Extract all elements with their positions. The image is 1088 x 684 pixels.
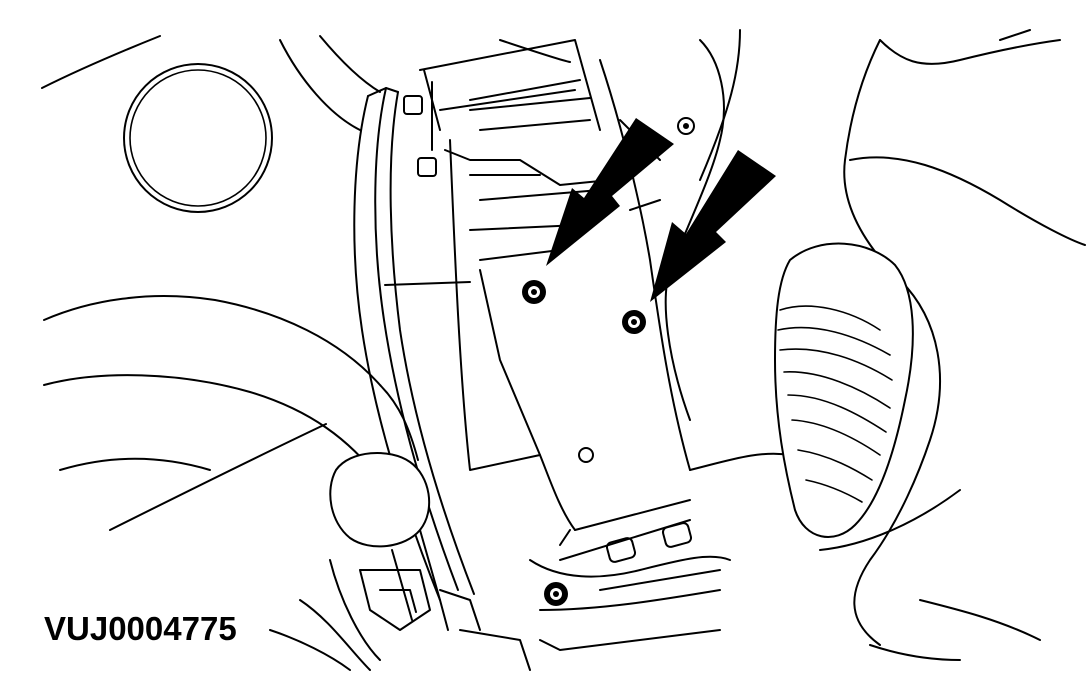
indicator-arrows bbox=[546, 118, 776, 302]
round-air-vent bbox=[123, 63, 273, 213]
control-knob-right bbox=[774, 242, 914, 538]
screw-top bbox=[677, 117, 695, 135]
background-contour-lines bbox=[41, 35, 571, 531]
instrument-panel-trim bbox=[353, 39, 691, 631]
gear-selector-lever bbox=[269, 452, 531, 671]
lower-bracket bbox=[529, 522, 731, 651]
figure-reference-code: VUJ0004775 bbox=[44, 610, 237, 647]
arrow-left bbox=[546, 118, 674, 266]
arrow-right bbox=[650, 150, 776, 302]
screw-upper-right bbox=[622, 310, 646, 334]
right-side-trim bbox=[664, 29, 1086, 661]
fastener-screws bbox=[522, 117, 695, 606]
screw-upper-left bbox=[522, 280, 546, 304]
screw-lower bbox=[544, 582, 568, 606]
